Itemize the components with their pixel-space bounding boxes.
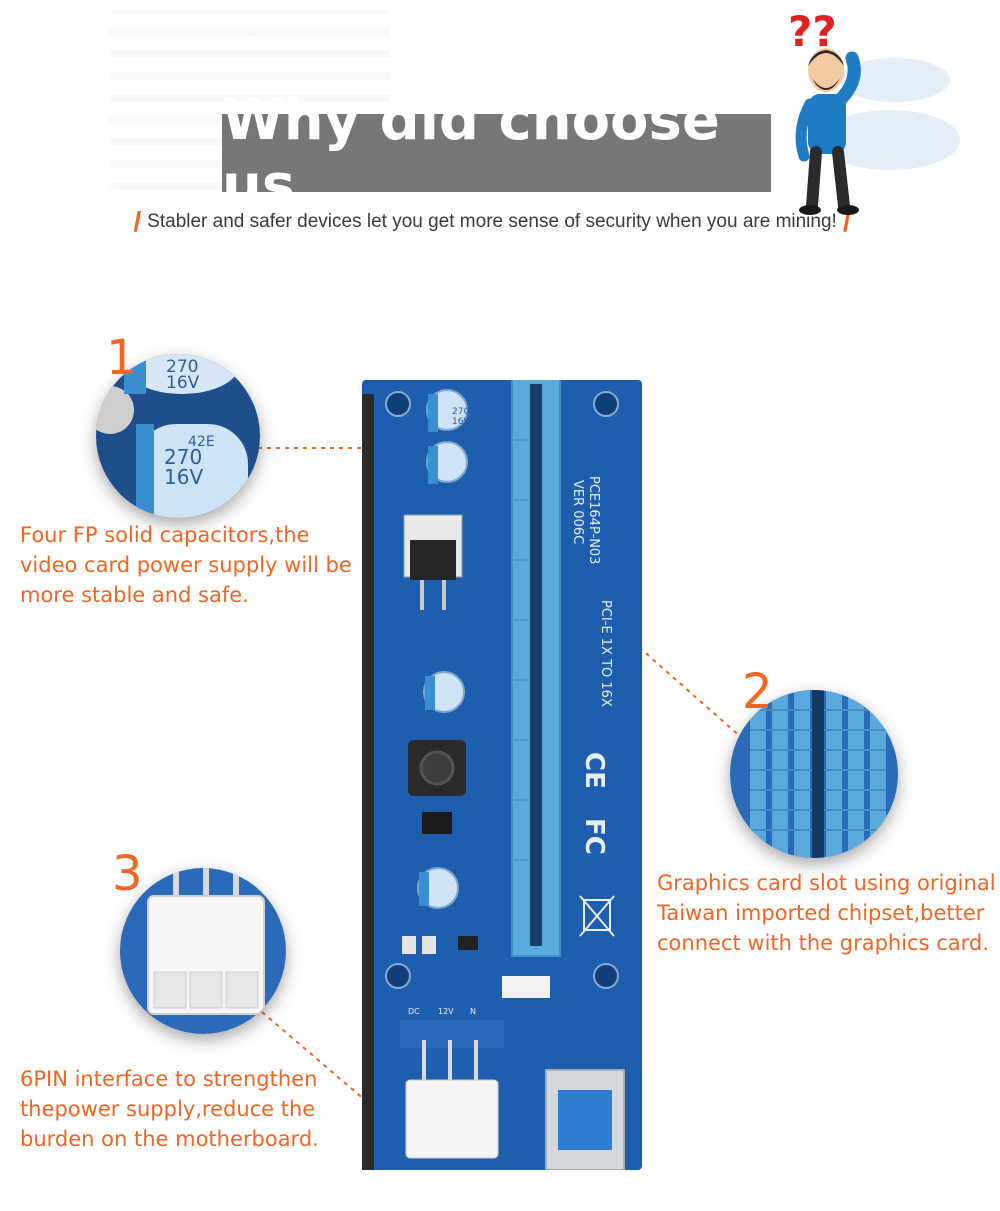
pcb-edge [362,394,374,1170]
closeup-cap-value-top: 270 [166,357,198,377]
feature-3-caption-line: thepower supply,reduce the [20,1097,316,1121]
slash-right: / [842,206,851,237]
question-marks: ?? [788,7,837,56]
subtitle: / Stabler and safer devices let you get … [72,206,912,238]
riser-board-photo: 270 16V PCE164P-N03 VER 006C PCI-E 1X TO… [362,380,642,1170]
feature-2-caption-line: Graphics card slot using original [657,871,996,895]
feature-2-number: 2 [742,664,773,720]
man-beard [812,78,840,90]
pcie-slot-opening [530,384,542,946]
smd-components [402,936,478,954]
control-chip [422,812,452,834]
regulator-chip [410,540,456,580]
6pin-connector-closeup [120,868,286,1034]
cap-voltage-label: 16V [452,417,470,427]
man-head [808,48,844,92]
man-raised-arm [833,51,861,107]
connector-label-12v: 12V [438,1007,454,1016]
man-shoe-right [837,205,859,215]
fc-mark: FC [579,818,609,855]
feature-1-number: 1 [106,330,137,386]
board-model-label: PCE164P-N03 [586,476,601,564]
feature-2-caption-line: Taiwan imported chipset,better [657,901,985,925]
regulator-pins [420,580,446,610]
connector-label-n: N [470,1007,476,1016]
feature-3-caption-line: burden on the motherboard. [20,1127,319,1151]
feature-2-caption-line: connect with the graphics card. [657,931,989,955]
man-shirt [808,94,846,154]
slot-latch [502,976,550,998]
pcie-slot-ridges [514,439,528,861]
connector-label-dc: DC [408,1007,420,1016]
feature-2-caption: Graphics card slot using original Taiwan… [657,868,997,958]
capacitors [417,389,468,909]
feature-3-number: 3 [112,846,143,902]
closeup-cap-code: 42E [188,434,215,450]
page-title: Why did choose us [222,88,720,218]
feature-3-caption: 6PIN interface to strengthen thepower su… [20,1064,360,1154]
swirl-decoration [820,110,960,170]
man-leg-left [806,146,822,212]
feature-1-zoom-circle: 270 16V 42E 270 16V [96,354,260,518]
man-arm [795,98,816,162]
subtitle-text: Stabler and safer devices let you get mo… [147,211,837,232]
confused-man-illustration: ?? [788,7,960,215]
man-hair [808,50,844,66]
capacitor-closeup: 270 16V 42E 270 16V [96,354,260,518]
usb-port-tongue [558,1090,612,1150]
pcie-slot-closeup [730,690,898,858]
6pin-connector [405,1079,499,1159]
man-shoe-left [799,205,821,215]
mounting-holes [385,391,619,989]
feature-3-caption-line: 6PIN interface to strengthen [20,1067,318,1091]
closeup-cap-voltage: 16V [164,465,203,489]
feature-3-zoom-circle [120,868,286,1034]
title-banner: Why did choose us [222,88,771,218]
closeup-cap-voltage-top: 16V [166,373,200,393]
slash-left: / [133,206,142,237]
feature-1-caption-line: more stable and safe. [20,583,249,607]
weee-bin-icon [579,895,615,937]
board-pcie-label: PCI-E 1X TO 16X [598,600,613,707]
inductor-coil [419,750,455,786]
ce-mark: CE [579,752,609,789]
closeup-cap-value: 270 [164,445,202,469]
cap-value-label: 270 [452,407,469,417]
man-leg-right [832,146,850,212]
feature-1-caption-line: Four FP solid capacitors,the [20,523,310,547]
board-version-label: VER 006C [570,480,585,544]
feature-1-caption: Four FP solid capacitors,the video card … [20,520,380,610]
feature-1-caption-line: video card power supply will be [20,553,352,577]
swirl-decoration-top [840,58,950,102]
feature-2-zoom-circle [730,690,898,858]
